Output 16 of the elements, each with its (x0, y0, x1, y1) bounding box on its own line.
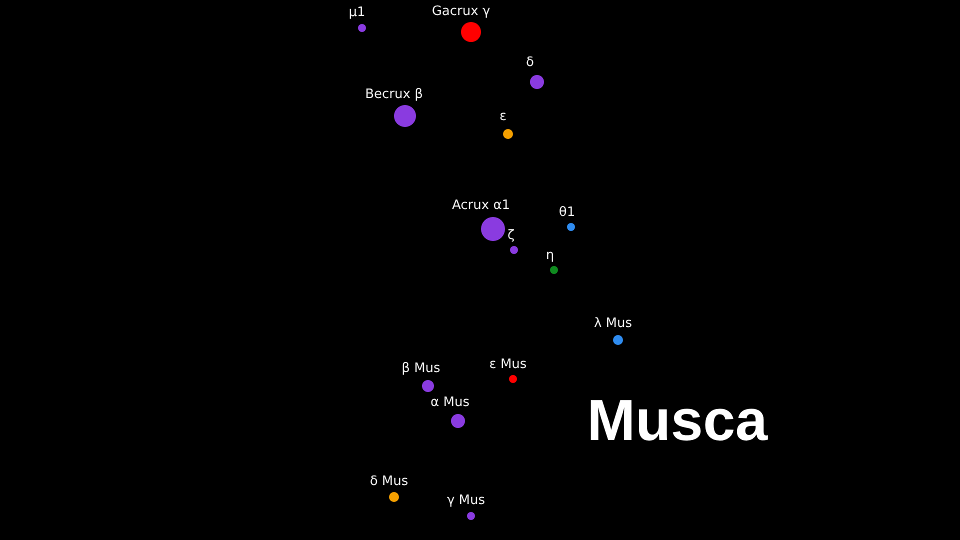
star-label: θ1 (558, 205, 576, 220)
star-label: δ (526, 55, 534, 70)
star-label: ε Mus (489, 357, 527, 372)
star-label: Gacrux γ (432, 4, 490, 19)
constellation-title: Musca (587, 388, 768, 454)
star-label: Acrux α1 (452, 198, 510, 213)
star-label: μ1 (348, 5, 366, 20)
star-label: γ Mus (446, 493, 486, 508)
star-label: α Mus (430, 395, 470, 410)
star-label: ζ (507, 228, 515, 243)
star-label: δ Mus (370, 474, 408, 489)
star-label: η (546, 248, 554, 263)
star-label: Becrux β (365, 87, 423, 102)
star-label: ε (499, 109, 507, 124)
star-label: β Mus (402, 361, 440, 376)
star-label: λ Mus (594, 316, 632, 331)
